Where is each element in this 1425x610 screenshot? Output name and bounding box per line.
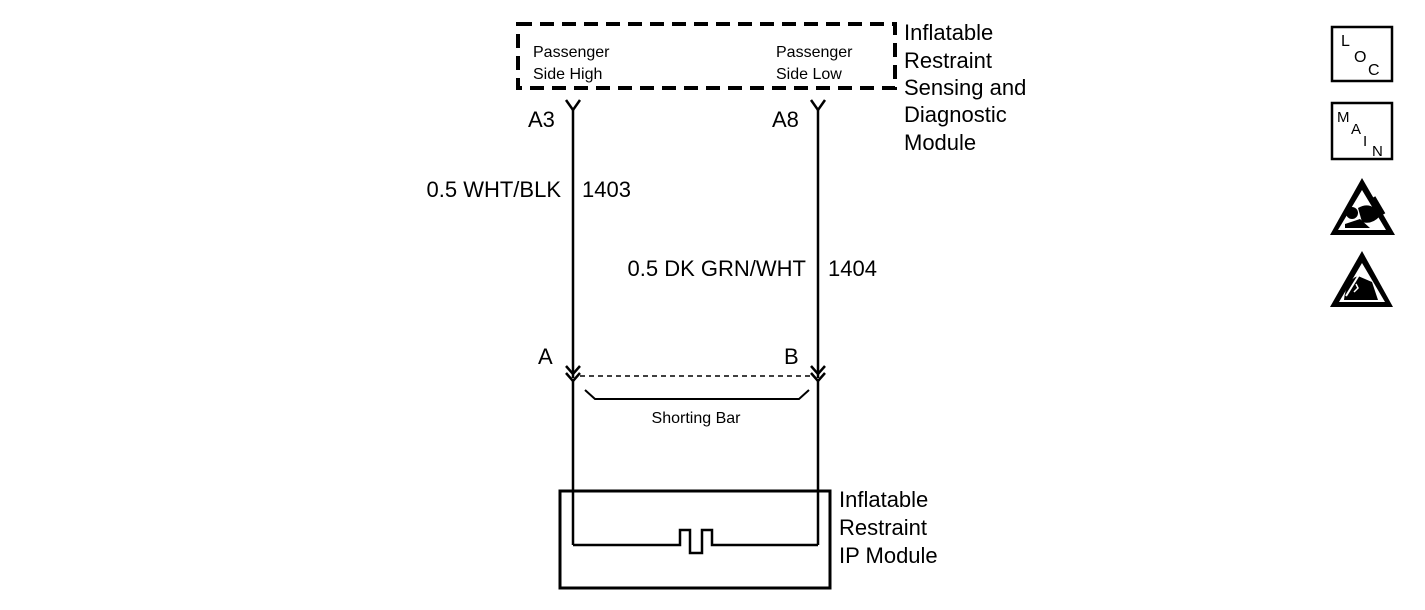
wire-1404-spec: 0.5 DK GRN/WHT: [628, 256, 806, 281]
svg-text:M: M: [1337, 109, 1350, 126]
squib-element: [573, 528, 818, 555]
connector-a-arrow-upper: [565, 365, 581, 376]
ip-module-title: Inflatable Restraint IP Module: [839, 487, 938, 568]
sdm-terminal-a8: A8: [772, 107, 799, 132]
svg-text:C: C: [1368, 62, 1380, 79]
sdm-pin-high-label: Passenger Side High: [533, 44, 614, 83]
svg-text:O: O: [1354, 49, 1366, 66]
esd-warning-icon[interactable]: [1330, 251, 1393, 307]
svg-text:N: N: [1372, 143, 1383, 160]
sdm-pin-low-label: Passenger Side Low: [776, 44, 857, 83]
ip-module: Inflatable Restraint IP Module: [558, 487, 938, 590]
sdm-terminal-a3: A3: [528, 107, 555, 132]
connector-terminal-b: B: [784, 344, 799, 369]
loc-icon[interactable]: L O C: [1330, 25, 1394, 83]
svg-text:L: L: [1341, 33, 1350, 50]
sdm-module-title: Inflatable Restraint Sensing and Diagnos…: [904, 20, 1032, 155]
wire-1403-spec: 0.5 WHT/BLK: [427, 177, 562, 202]
ip-module-box: [558, 489, 832, 590]
wire-1403-circuit: 1403: [582, 177, 631, 202]
connector-b-arrow-upper: [810, 365, 826, 376]
main-icon[interactable]: M A I N: [1330, 101, 1394, 161]
sdm-terminal-a3-symbol: [564, 99, 582, 113]
connector-terminal-a: A: [538, 344, 553, 369]
sdm-terminal-a8-symbol: [809, 99, 827, 113]
svg-text:I: I: [1363, 133, 1367, 150]
shorting-bar-label: Shorting Bar: [652, 410, 742, 427]
sdm-module-box: [516, 22, 897, 90]
airbag-warning-icon[interactable]: [1330, 178, 1395, 235]
svg-text:A: A: [1351, 121, 1361, 138]
wire-1404-circuit: 1404: [828, 256, 877, 281]
sdm-module: Passenger Side High Passenger Side Low I…: [516, 20, 1032, 155]
shorting-bar-bracket: [584, 389, 810, 400]
